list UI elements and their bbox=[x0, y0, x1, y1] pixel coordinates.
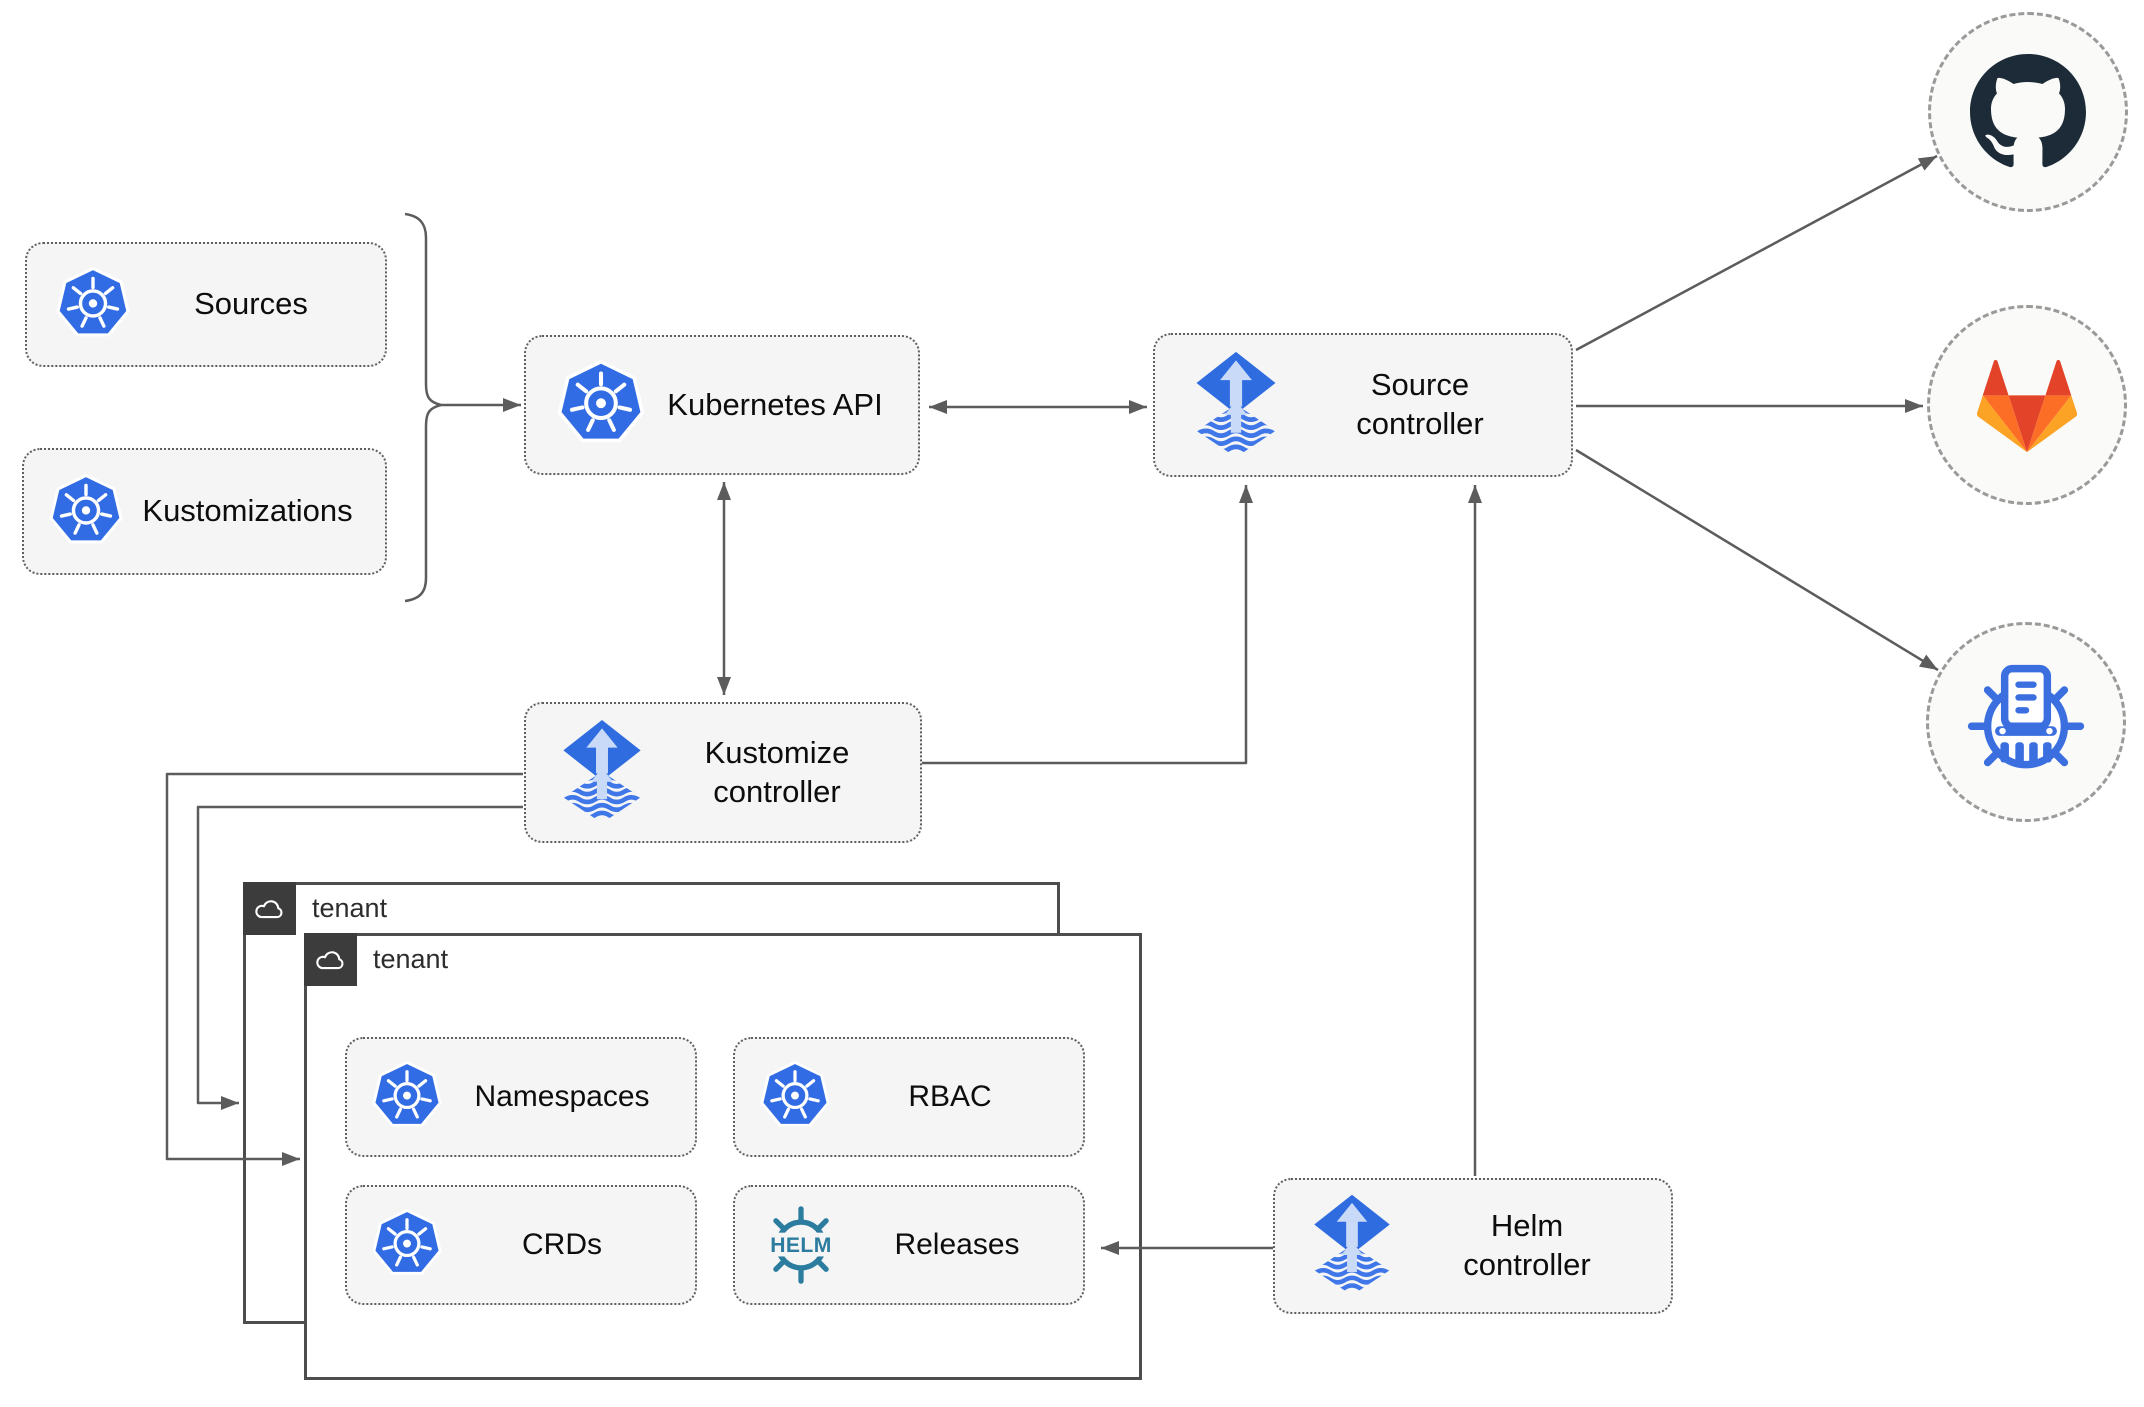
node-helm-controller-label: Helm controller bbox=[1463, 1208, 1591, 1282]
node-sources-label: Sources bbox=[194, 286, 308, 322]
node-crds-label: CRDs bbox=[522, 1228, 602, 1262]
helm-icon: HELM bbox=[757, 1201, 845, 1289]
kubernetes-icon bbox=[48, 474, 124, 550]
helm-logo-text: HELM bbox=[770, 1234, 832, 1257]
cloud-icon bbox=[243, 882, 296, 935]
arrow-source-controller-to-github bbox=[1575, 154, 1938, 352]
node-kubernetes-api-label: Kubernetes API bbox=[667, 386, 883, 422]
github-icon bbox=[1970, 54, 2086, 170]
kubernetes-icon bbox=[371, 1061, 443, 1133]
kubernetes-icon bbox=[759, 1061, 831, 1133]
flux-icon bbox=[1307, 1193, 1397, 1299]
gitlab-icon bbox=[1967, 345, 2087, 465]
kubernetes-icon bbox=[556, 360, 646, 450]
bracket-sources-kustomizations bbox=[404, 212, 443, 603]
node-namespaces: Namespaces bbox=[345, 1037, 697, 1157]
node-sources: Sources bbox=[25, 242, 387, 367]
node-rbac: RBAC bbox=[733, 1037, 1085, 1157]
node-kubernetes-api: Kubernetes API bbox=[524, 335, 920, 475]
arrow-source-controller-to-chartmuseum bbox=[1575, 448, 1939, 672]
node-source-controller-label: Source controller bbox=[1356, 367, 1484, 441]
node-namespaces-label: Namespaces bbox=[474, 1080, 650, 1114]
flux-icon bbox=[1189, 350, 1283, 461]
flux-icon bbox=[556, 718, 648, 827]
chartmuseum-repository-circle bbox=[1926, 622, 2126, 822]
tenant-inner-label: tenant bbox=[373, 944, 449, 974]
github-repository-circle bbox=[1928, 12, 2128, 212]
arrow-kustomize-controller-to-source-controller bbox=[922, 485, 1253, 765]
node-releases: HELM Releases bbox=[733, 1185, 1085, 1305]
node-kustomize-controller: Kustomize controller bbox=[524, 702, 922, 843]
node-kustomizations-label: Kustomizations bbox=[142, 493, 353, 529]
node-rbac-label: RBAC bbox=[908, 1080, 992, 1114]
node-source-controller: Source controller bbox=[1153, 333, 1573, 477]
tenant-outer-label: tenant bbox=[312, 893, 388, 923]
chartmuseum-icon bbox=[1962, 658, 2090, 786]
kubernetes-icon bbox=[371, 1209, 443, 1281]
node-kustomizations: Kustomizations bbox=[22, 448, 387, 575]
node-kustomize-controller-label: Kustomize controller bbox=[704, 734, 850, 809]
cloud-icon bbox=[304, 933, 357, 986]
kubernetes-icon bbox=[55, 267, 131, 343]
gitlab-repository-circle bbox=[1927, 305, 2127, 505]
node-crds: CRDs bbox=[345, 1185, 697, 1305]
node-releases-label: Releases bbox=[894, 1228, 1020, 1262]
node-helm-controller: Helm controller bbox=[1273, 1178, 1673, 1314]
